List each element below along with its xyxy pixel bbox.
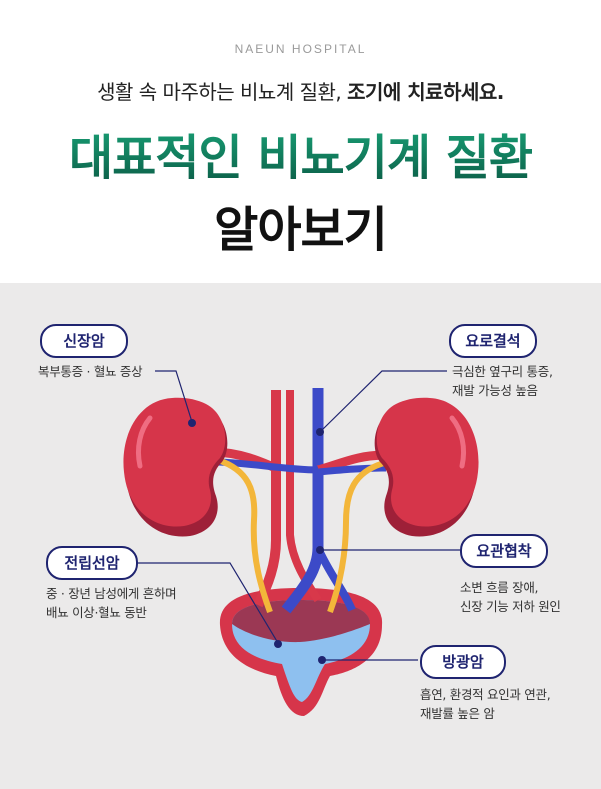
subtitle-normal: 생활 속 마주하는 비뇨계 질환,: [97, 80, 348, 104]
aorta: [253, 390, 281, 608]
kidney-right: [376, 397, 479, 527]
desc-bladder-cancer-line1: 흡연, 환경적 요인과 연관,: [420, 687, 551, 702]
desc-ureter-stricture: 소변 흐름 장애, 신장 기능 저하 원인: [460, 578, 561, 616]
leader-kidney-stone: [319, 370, 447, 433]
desc-prostate-cancer-line2: 배뇨 이상·혈뇨 동반: [46, 605, 147, 620]
desc-ureter-stricture-line1: 소변 흐름 장애,: [460, 580, 539, 595]
marker-bladder: [318, 656, 326, 664]
ureter-right: [327, 460, 385, 614]
desc-kidney-stone-line2: 재발 가능성 높음: [452, 383, 538, 398]
desc-bladder-cancer: 흡연, 환경적 요인과 연관, 재발률 높은 암: [420, 685, 551, 723]
label-ureter-stricture: 요관협착: [460, 534, 548, 568]
marker-kidney-stone: [316, 428, 324, 436]
desc-prostate-cancer-line1: 중 · 장년 남성에게 흔하며: [46, 586, 177, 601]
desc-kidney-cancer-line1: 복부통증 · 혈뇨 증상: [38, 364, 143, 379]
subtitle: 생활 속 마주하는 비뇨계 질환, 조기에 치료하세요.: [0, 76, 601, 105]
marker-kidney-cancer: [188, 419, 196, 427]
kidney-right-highlight: [449, 415, 467, 469]
marker-ureter: [316, 546, 324, 554]
desc-kidney-stone-line1: 극심한 옆구리 통증,: [452, 364, 553, 379]
label-kidney-cancer: 신장암: [40, 324, 128, 358]
aorta-right-branch: [286, 390, 322, 603]
ureter-left: [216, 457, 273, 614]
leader-prostate: [136, 562, 279, 644]
kidney-left: [123, 397, 226, 527]
renal-vein-right: [317, 464, 387, 476]
desc-kidney-cancer: 복부통증 · 혈뇨 증상: [38, 362, 143, 381]
header-section: NAEUN HOSPITAL 생활 속 마주하는 비뇨계 질환, 조기에 치료하…: [0, 0, 601, 283]
desc-kidney-stone: 극심한 옆구리 통증, 재발 가능성 높음: [452, 362, 553, 400]
kidney-left-highlight: [135, 415, 153, 469]
hospital-name: NAEUN HOSPITAL: [234, 42, 367, 56]
desc-ureter-stricture-line2: 신장 기능 저하 원인: [460, 599, 561, 614]
label-prostate-cancer: 전립선암: [46, 546, 138, 580]
desc-bladder-cancer-line2: 재발률 높은 암: [420, 706, 495, 721]
desc-prostate-cancer: 중 · 장년 남성에게 흔하며 배뇨 이상·혈뇨 동반: [46, 584, 177, 622]
label-kidney-stone: 요로결석: [449, 324, 537, 358]
label-bladder-cancer: 방광암: [420, 645, 506, 679]
title-line2: 알아보기: [214, 202, 388, 258]
marker-prostate: [274, 640, 282, 648]
leader-kidney-cancer: [155, 370, 193, 423]
title-line1: 대표적인 비뇨기계 질환: [0, 118, 601, 188]
subtitle-bold: 조기에 치료하세요.: [347, 80, 504, 104]
